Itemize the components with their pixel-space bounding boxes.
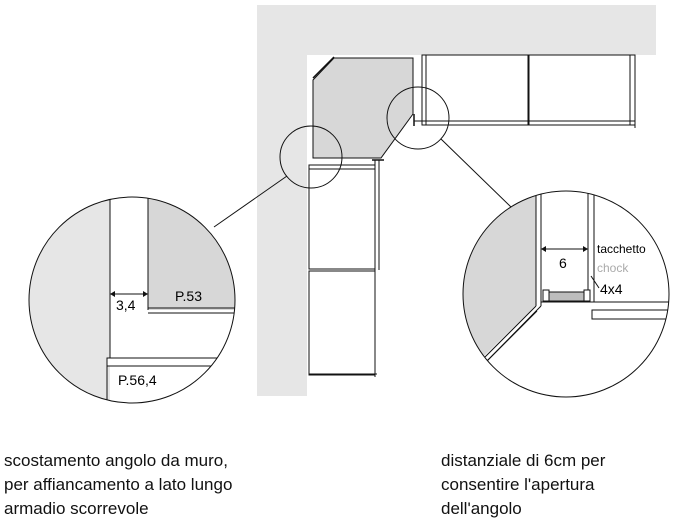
corner-cabinet-door	[312, 56, 335, 79]
left-cabinets	[308, 159, 384, 377]
caption-right: distanziale di 6cm per consentire l'aper…	[441, 451, 606, 518]
leader-right	[440, 138, 513, 209]
magnifier-right-small	[386, 86, 450, 150]
magnifier-left-small	[279, 125, 343, 189]
leader-left	[213, 175, 288, 228]
detail-right	[463, 191, 669, 390]
detail-left-circle	[28, 196, 236, 404]
panel-label-p56-4: P.56,4	[118, 372, 157, 388]
wall	[257, 5, 656, 396]
caption-left: scostamento angolo da muro, per affianca…	[4, 451, 233, 518]
top-cabinets	[413, 54, 636, 128]
label-chock: chock	[597, 261, 629, 275]
panel-label-p53: P.53	[175, 288, 202, 304]
corner-cabinet	[312, 57, 414, 159]
label-4x4: 4x4	[600, 281, 623, 297]
label-tacchetto: tacchetto	[597, 242, 646, 256]
dimension-3-4: 3,4	[116, 297, 136, 313]
dimension-6: 6	[559, 255, 567, 271]
detail-right-circle	[462, 190, 670, 398]
